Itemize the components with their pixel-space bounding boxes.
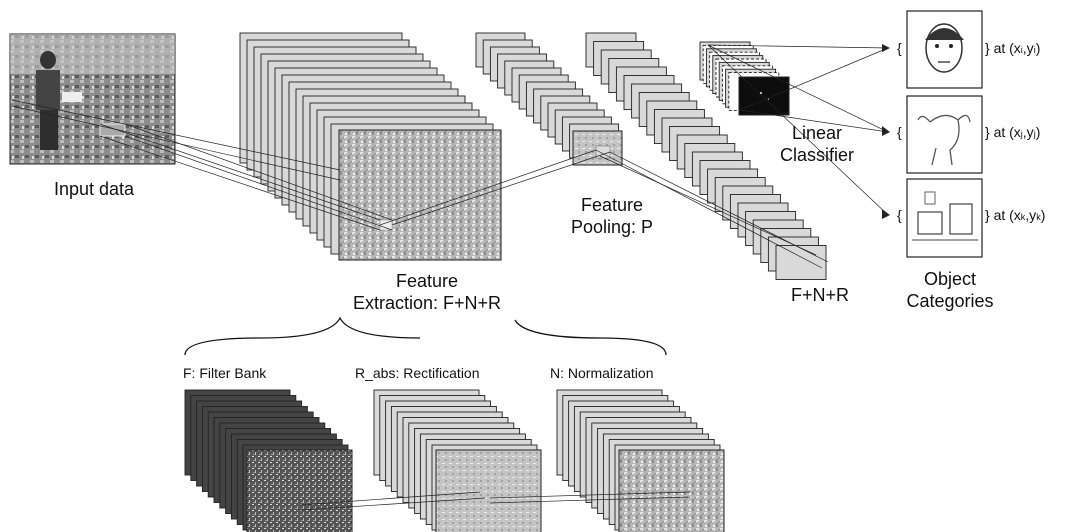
output-face-mid: ,y <box>1022 40 1034 56</box>
category-room-image <box>906 178 983 258</box>
filter-bank-label: F: Filter Bank <box>183 365 267 381</box>
classifier-weights <box>738 76 790 116</box>
filter-bank-front-map <box>246 449 353 532</box>
rectification-front-map <box>435 449 542 532</box>
layer1-front-map <box>338 129 502 261</box>
output-dog-open-brace: { <box>897 124 902 140</box>
feature-map-sheet <box>775 245 827 280</box>
stage2-label: F+N+R <box>790 285 850 305</box>
output-dog-mid: ,y <box>1022 124 1034 140</box>
rectification-label: R_abs: Rectification <box>355 365 480 381</box>
normalization-front-map <box>618 449 725 532</box>
feature-pooling-line1: Feature <box>580 195 644 215</box>
object-categories-line2: Categories <box>906 291 994 311</box>
extraction-brace-right <box>514 319 667 356</box>
feature-extraction-label: Feature Extraction: F+N+R <box>322 270 532 314</box>
output-dog-suffix: ) <box>1035 124 1041 140</box>
connection-lines <box>11 44 889 269</box>
extraction-brace <box>184 316 421 356</box>
category-dog-image <box>906 95 983 174</box>
output-face-sub2: i <box>1033 45 1036 55</box>
feature-pooling-label: Feature Pooling: P <box>552 194 672 238</box>
output-room-suffix: ) <box>1040 207 1046 223</box>
output-face-prefix: } at (x <box>985 40 1021 56</box>
layer3-stack <box>585 32 827 280</box>
output-arrows <box>882 44 890 219</box>
category-face-image <box>906 10 983 89</box>
feature-extraction-line2: Extraction: F+N+R <box>352 293 502 313</box>
output-face-open-brace: { <box>897 40 902 56</box>
output-room-sub2: k <box>1036 212 1041 222</box>
normalization-label: N: Normalization <box>550 365 654 381</box>
output-face-location: } at (xi,yi) <box>985 40 1040 58</box>
object-categories-label: Object Categories <box>885 268 1015 312</box>
output-room-prefix: } at (x <box>985 207 1021 223</box>
output-room-mid: ,y <box>1025 207 1037 223</box>
linear-classifier-label: Linear Classifier <box>762 122 872 166</box>
bottom-connection-lines <box>299 491 691 511</box>
output-dog-location: } at (xj,yj) <box>985 124 1040 142</box>
output-face-sub1: i <box>1020 45 1023 55</box>
output-dog-sub2: j <box>1033 129 1036 139</box>
object-categories-line1: Object <box>923 269 977 289</box>
output-face-suffix: ) <box>1035 40 1041 56</box>
linear-classifier-line2: Classifier <box>779 145 854 165</box>
input-data-label: Input data <box>53 179 135 199</box>
linear-classifier-line1: Linear <box>791 123 843 143</box>
output-room-sub1: k <box>1020 212 1026 222</box>
feature-extraction-line1: Feature <box>395 271 459 291</box>
output-room-open-brace: { <box>897 207 902 223</box>
feature-pooling-line2: Pooling: P <box>570 217 654 237</box>
input-image <box>9 33 176 165</box>
output-room-location: } at (xk,yk) <box>985 207 1045 225</box>
output-dog-prefix: } at (x <box>985 124 1021 140</box>
output-dog-sub1: j <box>1020 129 1023 139</box>
